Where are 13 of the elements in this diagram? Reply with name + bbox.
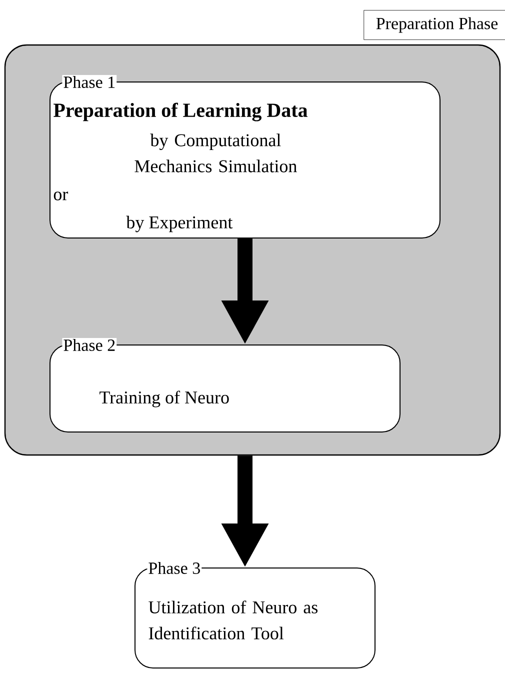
phase-box (134, 561, 376, 668)
phase-heading: Phase 3 (147, 561, 202, 575)
body-text: Utilization of Neuro as Identification Tool (148, 600, 318, 640)
phase-heading: Phase 1 (62, 75, 117, 89)
body-text: by Experiment (126, 216, 233, 232)
phase-box (50, 75, 440, 238)
title-text: Preparation of Learning Data (54, 102, 308, 122)
phase-heading: Phase 2 (62, 338, 117, 352)
body-text: by Computational Mechanics Simulation (134, 134, 297, 172)
body-text: or (54, 192, 68, 200)
phase-tag: Preparation Phase (364, 10, 505, 40)
body-text: Training of Neuro (100, 390, 229, 408)
phase-box (50, 338, 400, 432)
